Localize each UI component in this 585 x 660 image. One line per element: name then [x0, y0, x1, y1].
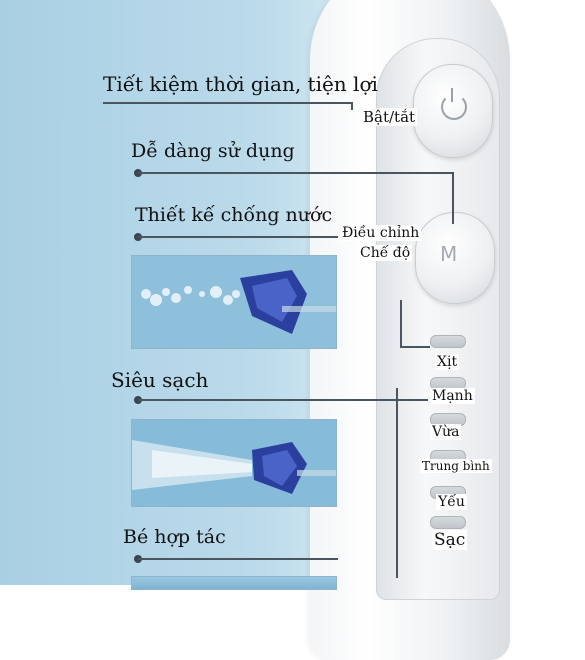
- line-super-clean: [138, 399, 428, 401]
- photo-baby: [131, 576, 337, 590]
- mode-average-label: Trung bình: [420, 459, 492, 473]
- feature-waterproof: Thiết kế chống nước: [135, 204, 333, 226]
- feature-baby-friendly: Bé hợp tác: [123, 526, 226, 548]
- line-modes-left: [396, 388, 398, 578]
- feature-super-clean: Siêu sạch: [111, 368, 209, 392]
- power-icon-line: [451, 88, 453, 102]
- photo-super-clean-spray: [131, 419, 337, 507]
- photo-waterproof-nozzle: [131, 255, 337, 349]
- line-baby-friendly: [138, 558, 338, 560]
- line-time-saving-drop: [351, 102, 353, 110]
- mode-label-2: Chế độ: [358, 245, 413, 261]
- mode-weak-label: Yếu: [436, 494, 467, 510]
- indicator-spray: [430, 335, 466, 348]
- mode-strong-label: Mạnh: [430, 388, 475, 404]
- mode-medium-label: Vừa: [430, 424, 462, 440]
- mode-button[interactable]: [415, 212, 495, 304]
- mode-charge-label: Sạc: [432, 530, 468, 550]
- feature-time-saving: Tiết kiệm thời gian, tiện lợi: [103, 72, 378, 96]
- power-label: Bật/tắt: [361, 108, 418, 126]
- line-waterproof: [138, 236, 338, 238]
- power-icon: [441, 94, 467, 120]
- m-letter-icon: M: [440, 242, 458, 266]
- line-easy-use-drop: [452, 172, 454, 224]
- line-easy-use: [138, 172, 454, 174]
- mode-label-1: Điều chỉnh: [340, 225, 422, 241]
- line-time-saving: [103, 102, 353, 104]
- line-spray: [400, 300, 402, 346]
- mode-spray-label: Xịt: [435, 354, 460, 370]
- indicator-charge: [430, 516, 466, 529]
- line-spray-h: [400, 346, 430, 348]
- feature-easy-use: Dễ dàng sử dụng: [131, 140, 295, 162]
